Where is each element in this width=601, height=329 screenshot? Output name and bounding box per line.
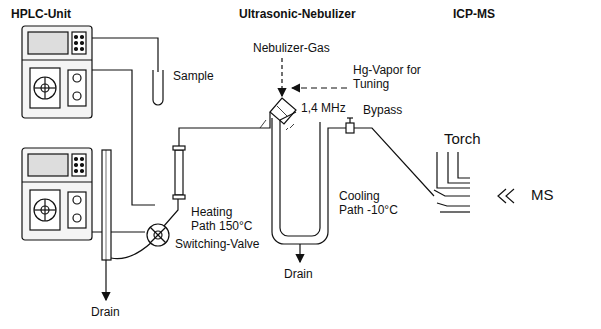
sample-label: Sample [172, 70, 215, 84]
part-label: Torch [443, 130, 482, 147]
cooling-label: Cooling Path -10°C [338, 190, 404, 218]
drain-label: Drain [90, 306, 121, 320]
valve-label: Bypass [362, 104, 403, 118]
frequency-label: 1,4 MHz [300, 102, 347, 116]
section-heading: HPLC-Unit [10, 8, 72, 22]
heating-label: Heating Path 150°C [190, 206, 256, 234]
tuning-label: Hg-Vapor for Tuning [352, 64, 434, 92]
part-label: MS [530, 186, 555, 203]
section-heading: ICP-MS [452, 8, 496, 22]
gas-label: Nebulizer-Gas [252, 42, 331, 56]
valve-label: Switching-Valve [174, 238, 260, 252]
drain-label: Drain [283, 268, 314, 282]
section-heading: Ultrasonic-Nebulizer [238, 8, 357, 22]
